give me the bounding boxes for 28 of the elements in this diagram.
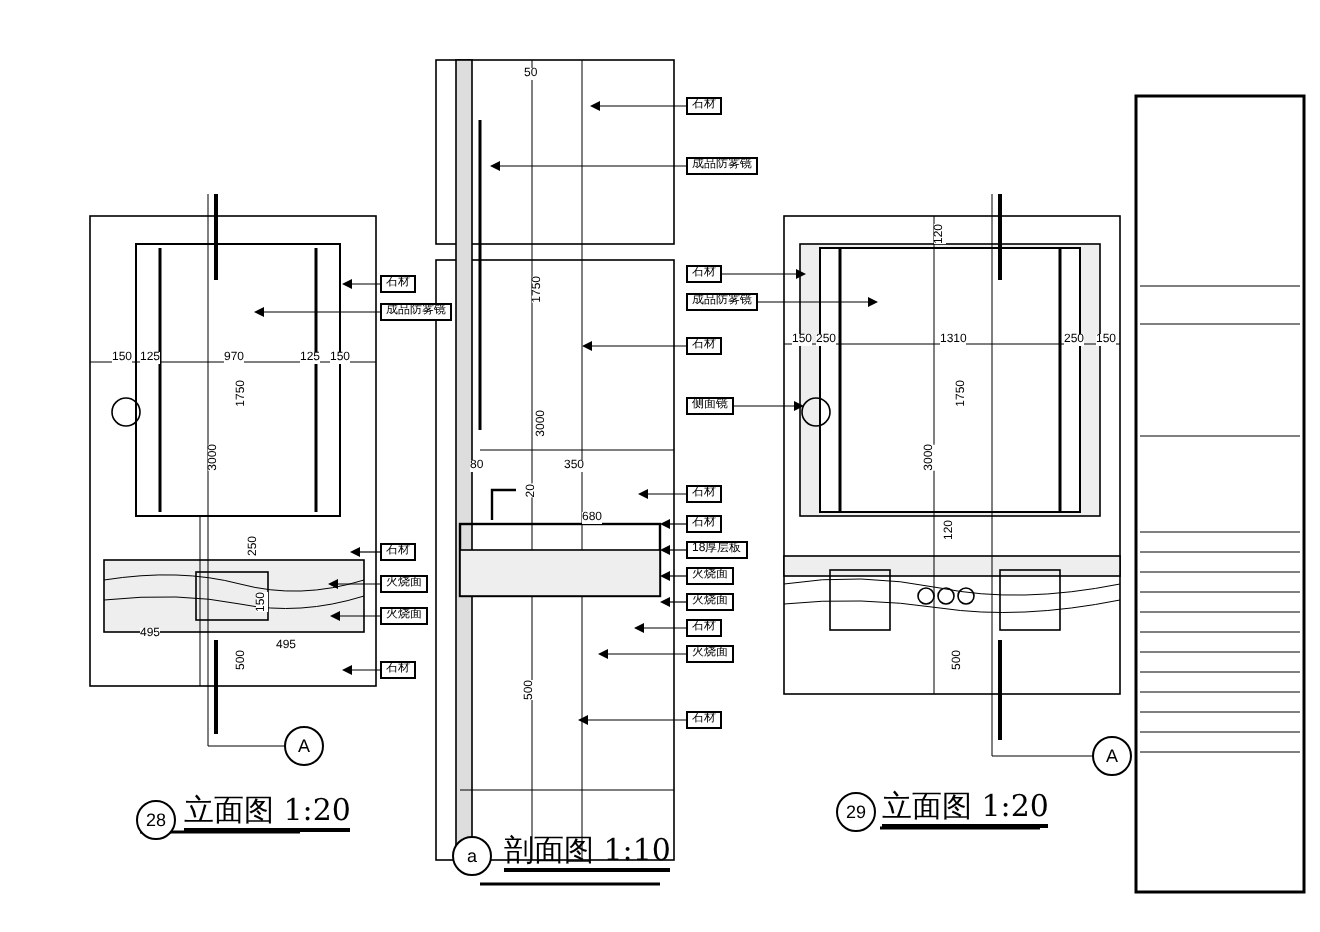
leader-line: [342, 665, 381, 675]
section-callout-circle: 28: [136, 800, 176, 840]
section-callout-circle: a: [452, 836, 492, 876]
leader-line: [590, 101, 687, 111]
leader-line: [330, 611, 381, 621]
drawing-title: 立面图 1:20: [882, 788, 1049, 828]
leader-line: [757, 297, 878, 307]
leader-line: [350, 547, 381, 557]
leader-line: [660, 519, 687, 529]
drawing-title: 立面图 1:20: [184, 792, 351, 832]
leader-line: [660, 597, 687, 607]
section-callout-circle: A: [284, 726, 324, 766]
leader-line: [578, 715, 687, 725]
section-callout-circle: A: [1092, 736, 1132, 776]
leader-line: [582, 341, 687, 351]
leader-line: [634, 623, 687, 633]
leader-line: [721, 269, 806, 279]
leader-line: [598, 649, 687, 659]
leader-line: [342, 279, 381, 289]
leader-line: [660, 571, 687, 581]
leader-line: [254, 307, 381, 317]
leader-line: [638, 489, 687, 499]
leader-line: [328, 579, 381, 589]
leader-line: [660, 545, 687, 555]
leader-line: [733, 401, 804, 411]
leader-line: [490, 161, 687, 171]
drawing-title: 剖面图 1:10: [504, 832, 671, 872]
section-callout-circle: 29: [836, 792, 876, 832]
